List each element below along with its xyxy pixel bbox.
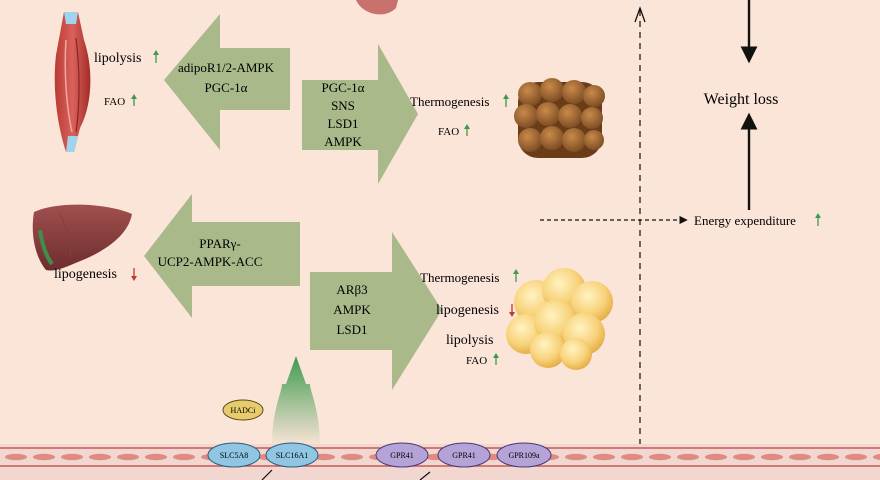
- bat-thermogenesis-label: Thermogenesis: [410, 94, 489, 109]
- epithelial-cell: [593, 453, 615, 461]
- muscle-pathway-line2: PGC-1α: [205, 80, 248, 95]
- epithelial-cell: [5, 453, 27, 461]
- liver-icon: [32, 204, 132, 271]
- epithelial-cell: [677, 453, 699, 461]
- muscle-lipolysis-label: lipolysis: [94, 51, 141, 66]
- muscle-pathway-line1: adipoR1/2-AMPK: [178, 60, 275, 75]
- liver-pathway-line1: PPARγ-: [199, 236, 240, 251]
- hdac-label: HADCi: [231, 406, 257, 415]
- epithelial-cell: [873, 454, 880, 460]
- wat-thermogenesis-label: Thermogenesis: [420, 270, 499, 285]
- epithelial-cell: [789, 453, 811, 461]
- up-arrow-icon: [503, 94, 509, 107]
- receptor-label: GPR109a: [508, 451, 540, 460]
- bat-fao-label: FAO: [438, 126, 459, 138]
- epithelial-cell: [761, 453, 783, 461]
- muscle-fao-label: FAO: [104, 96, 125, 108]
- liver-pathway-arrow: [144, 194, 300, 318]
- bat-pathway-line3: LSD1: [327, 116, 358, 131]
- epithelial-cell: [733, 453, 755, 461]
- bat-pathway-line2: SNS: [331, 98, 355, 113]
- up-arrow-icon: [493, 353, 499, 365]
- bat-pathway-line4: AMPK: [324, 134, 362, 149]
- epithelial-cell: [649, 453, 671, 461]
- down-arrow-icon: [131, 268, 137, 281]
- energy-expenditure-label: Energy expenditure: [694, 213, 796, 228]
- receptor-label: GPR41: [452, 451, 476, 460]
- receptor-gpr41: GPR41: [437, 442, 491, 468]
- influx-arrow: [261, 469, 273, 480]
- liver-lipogenesis-label: lipogenesis: [54, 267, 117, 282]
- wat-lipogenesis-label: lipogenesis: [436, 303, 499, 318]
- brown-adipose-icon: [514, 78, 605, 158]
- muscle-pathway-arrow: [164, 14, 290, 150]
- down-arrow-icon: [509, 304, 515, 317]
- epithelial-cell: [145, 453, 167, 461]
- intestinal-epithelium: [0, 444, 880, 480]
- receptor-gpr109a: GPR109a: [496, 442, 552, 468]
- muscle-fiber-icon: [54, 12, 91, 152]
- epithelial-cell: [117, 453, 139, 461]
- epithelial-cell: [621, 453, 643, 461]
- epithelial-cell: [61, 453, 83, 461]
- up-arrow-icon: [153, 50, 159, 63]
- wat-pathway-arrow: [310, 232, 442, 390]
- epithelial-cell: [341, 453, 363, 461]
- epithelial-cell: [817, 453, 839, 461]
- up-arrow-icon: [513, 269, 519, 282]
- wat-pathway-line3: LSD1: [336, 322, 367, 337]
- up-arrow-icon: [131, 94, 137, 106]
- wat-fao-label: FAO: [466, 355, 487, 367]
- receptor-gpr41: GPR41: [375, 442, 429, 468]
- liver-pathway-line2: UCP2-AMPK-ACC: [158, 254, 263, 269]
- up-arrow-icon: [815, 213, 821, 226]
- epithelial-cell: [173, 453, 195, 461]
- gut-signal-arrow: [272, 356, 320, 446]
- epithelial-cell: [705, 453, 727, 461]
- epithelial-cell: [845, 453, 867, 461]
- up-arrow-icon: [464, 124, 470, 136]
- epithelial-cell: [33, 453, 55, 461]
- influx-arrow: [419, 471, 431, 480]
- epithelial-cell: [313, 453, 335, 461]
- organ-fragment-icon: [356, 0, 398, 15]
- receptor-label: GPR41: [390, 451, 414, 460]
- wat-lipolysis-label: lipolysis: [446, 333, 493, 348]
- epithelial-cell: [565, 453, 587, 461]
- white-adipose-icon: [506, 268, 613, 370]
- epithelial-cell: [89, 453, 111, 461]
- hdac-inhibitor-badge: HADCi: [222, 399, 264, 421]
- transporter-label: SLC5A8: [220, 451, 248, 460]
- transporter-label: SLC16A1: [276, 451, 308, 460]
- wat-pathway-line2: AMPK: [333, 302, 371, 317]
- transporter-slc16a1: SLC16A1: [265, 442, 319, 468]
- bat-pathway-line1: PGC-1α: [322, 80, 365, 95]
- transporter-slc5a8: SLC5A8: [207, 442, 261, 468]
- wat-pathway-line1: ARβ3: [336, 282, 367, 297]
- bat-pathway-arrow: [302, 44, 418, 184]
- up-arrow-icon: [634, 6, 646, 23]
- weight-loss-label: Weight loss: [704, 91, 779, 108]
